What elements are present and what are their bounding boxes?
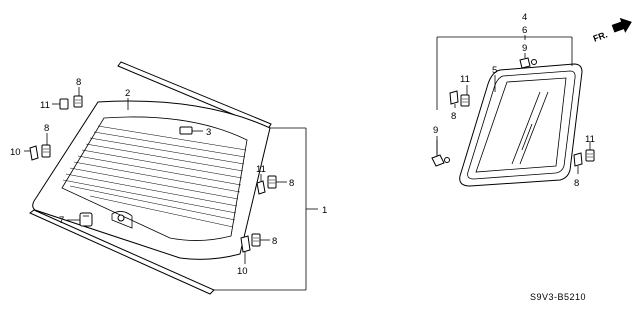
callout-5: 5 xyxy=(492,65,497,76)
callout-8-e: 8 xyxy=(451,111,456,122)
callout-8-a: 8 xyxy=(76,77,81,88)
callout-3: 3 xyxy=(206,127,211,138)
callout-8-c: 8 xyxy=(289,178,294,189)
front-direction-label: FR. xyxy=(592,29,609,43)
callout-9-b: 9 xyxy=(433,125,438,136)
callout-10-a: 10 xyxy=(10,147,21,158)
upper-molding xyxy=(117,61,272,130)
callout-1: 1 xyxy=(322,205,327,216)
callout-11-c: 11 xyxy=(460,74,470,85)
callout-11-d: 11 xyxy=(585,134,595,145)
clip-3 xyxy=(179,126,193,135)
callout-4: 4 xyxy=(522,12,527,23)
callout-11-b: 11 xyxy=(256,164,266,175)
callout-11-a: 11 xyxy=(40,100,50,111)
callout-7: 7 xyxy=(59,215,64,226)
front-direction-arrow: FR. xyxy=(592,17,632,44)
grommet-7 xyxy=(79,212,93,227)
drawing-code: S9V3-B5210 xyxy=(530,292,586,302)
clip-pair-right-middle xyxy=(256,175,277,195)
clip-pair-left-middle xyxy=(29,144,51,161)
clip-9-top xyxy=(519,57,537,69)
callout-9-a: 9 xyxy=(522,43,527,54)
callout-8-b: 8 xyxy=(44,123,49,134)
clip-pair-quarter-right xyxy=(573,149,595,167)
callout-10-b: 10 xyxy=(237,266,248,277)
clip-pair-left-upper xyxy=(59,95,83,110)
clip-pair-quarter-left xyxy=(449,90,470,107)
clip-9-bottom xyxy=(431,154,450,167)
callout-6: 6 xyxy=(522,25,527,36)
callout-8-d: 8 xyxy=(272,236,277,247)
callout-2: 2 xyxy=(125,88,130,99)
callout-1-bracket xyxy=(214,127,318,291)
callout-8-f: 8 xyxy=(574,178,579,189)
rear-windshield-glass xyxy=(32,100,271,260)
quarter-glass-frame xyxy=(459,63,583,187)
clip-pair-right-lower xyxy=(240,233,261,253)
